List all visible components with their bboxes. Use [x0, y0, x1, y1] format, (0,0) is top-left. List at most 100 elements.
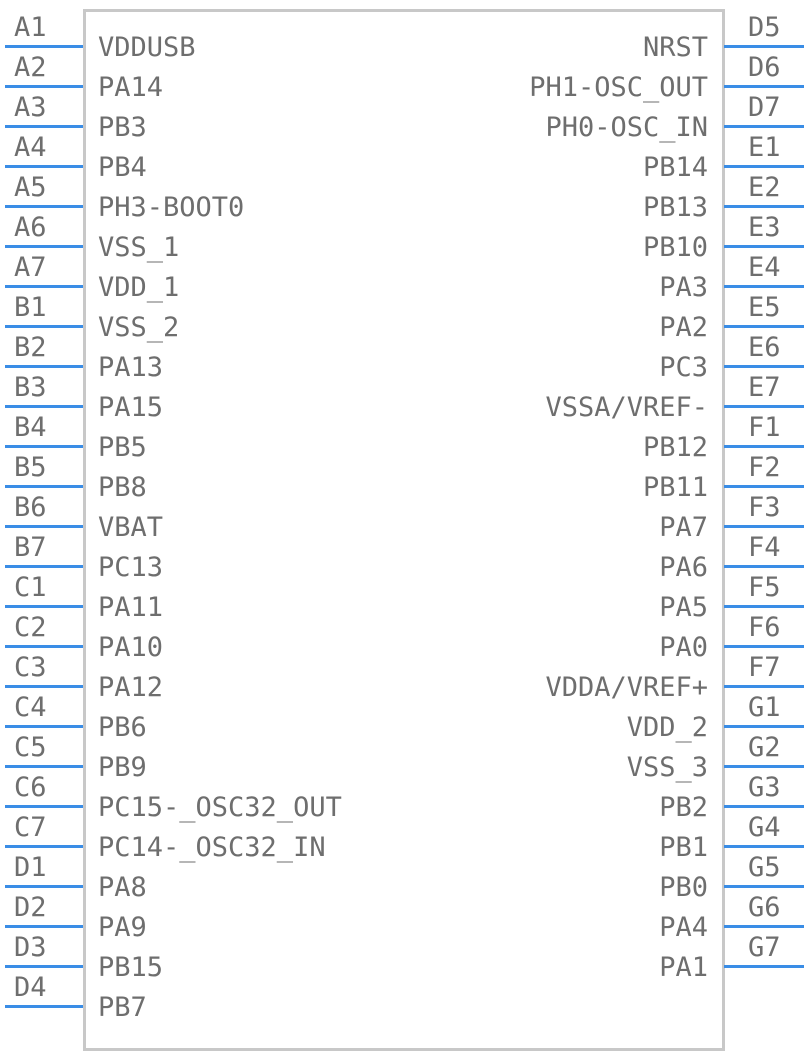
left-pin-line [5, 245, 83, 248]
left-pin-line [5, 885, 83, 888]
left-pin-line [5, 165, 83, 168]
right-pin-line [724, 405, 804, 408]
left-pin-line [5, 645, 83, 648]
right-pin-line [724, 45, 804, 48]
left-pin-name: PA9 [98, 912, 147, 943]
left-pin-number: C1 [14, 572, 47, 603]
right-pin-number: E5 [748, 292, 781, 323]
right-pin-line [724, 325, 804, 328]
left-pin-name: PA13 [98, 352, 164, 383]
left-pin-line [5, 925, 83, 928]
right-pin-line [724, 205, 804, 208]
left-pin-number: A3 [14, 92, 47, 123]
left-pin-name: PC14-_OSC32_IN [98, 832, 326, 863]
left-pin-number: C3 [14, 652, 47, 683]
left-pin-name: PB15 [98, 952, 164, 983]
left-pin-name: PB7 [98, 992, 147, 1023]
right-pin-name: PH1-OSC_OUT [529, 72, 708, 103]
right-pin-number: G5 [748, 852, 781, 883]
left-pin-number: A4 [14, 132, 47, 163]
right-pin-line [724, 485, 804, 488]
left-pin-name: PB8 [98, 472, 147, 503]
right-pin-line [724, 365, 804, 368]
right-pin-name: PA6 [659, 552, 708, 583]
left-pin-line [5, 805, 83, 808]
right-pin-line [724, 725, 804, 728]
left-pin-name: PB9 [98, 752, 147, 783]
left-pin-line [5, 285, 83, 288]
left-pin-number: B4 [14, 412, 47, 443]
right-pin-number: F7 [748, 652, 781, 683]
left-pin-line [5, 605, 83, 608]
right-pin-name: PB2 [659, 792, 708, 823]
right-pin-line [724, 805, 804, 808]
right-pin-number: G7 [748, 932, 781, 963]
left-pin-line [5, 725, 83, 728]
left-pin-line [5, 965, 83, 968]
right-pin-number: G4 [748, 812, 781, 843]
right-pin-number: F2 [748, 452, 781, 483]
left-pin-number: C4 [14, 692, 47, 723]
right-pin-line [724, 885, 804, 888]
left-pin-line [5, 405, 83, 408]
right-pin-name: PA7 [659, 512, 708, 543]
ic-body-outline [83, 9, 725, 1051]
right-pin-name: PB0 [659, 872, 708, 903]
left-pin-line [5, 125, 83, 128]
left-pin-number: B3 [14, 372, 47, 403]
left-pin-name: PA11 [98, 592, 164, 623]
left-pin-line [5, 205, 83, 208]
left-pin-line [5, 685, 83, 688]
left-pin-line [5, 85, 83, 88]
right-pin-number: E2 [748, 172, 781, 203]
left-pin-number: D1 [14, 852, 47, 883]
left-pin-name: VDDUSB [98, 32, 196, 63]
right-pin-number: E3 [748, 212, 781, 243]
left-pin-number: D2 [14, 892, 47, 923]
right-pin-name: PA3 [659, 272, 708, 303]
right-pin-line [724, 245, 804, 248]
left-pin-line [5, 765, 83, 768]
right-pin-line [724, 285, 804, 288]
left-pin-number: B1 [14, 292, 47, 323]
left-pin-name: PH3-BOOT0 [98, 192, 245, 223]
left-pin-name: PC13 [98, 552, 164, 583]
right-pin-name: PB1 [659, 832, 708, 863]
right-pin-line [724, 965, 804, 968]
right-pin-name: VSS_3 [626, 752, 708, 783]
left-pin-number: B2 [14, 332, 47, 363]
right-pin-name: VDDA/VREF+ [545, 672, 708, 703]
right-pin-number: D5 [748, 12, 781, 43]
right-pin-line [724, 645, 804, 648]
left-pin-name: PA14 [98, 72, 164, 103]
left-pin-name: PA10 [98, 632, 164, 663]
right-pin-name: PB13 [642, 192, 708, 223]
right-pin-number: E6 [748, 332, 781, 363]
left-pin-name: VSS_2 [98, 312, 180, 343]
left-pin-number: B6 [14, 492, 47, 523]
left-pin-number: C5 [14, 732, 47, 763]
right-pin-line [724, 165, 804, 168]
left-pin-name: PB3 [98, 112, 147, 143]
left-pin-number: A6 [14, 212, 47, 243]
left-pin-number: A7 [14, 252, 47, 283]
right-pin-name: PH0-OSC_IN [545, 112, 708, 143]
right-pin-name: PB11 [642, 472, 708, 503]
right-pin-number: G2 [748, 732, 781, 763]
left-pin-line [5, 365, 83, 368]
right-pin-number: D6 [748, 52, 781, 83]
left-pin-name: PC15-_OSC32_OUT [98, 792, 342, 823]
right-pin-number: G3 [748, 772, 781, 803]
left-pin-name: VBAT [98, 512, 164, 543]
left-pin-name: PB5 [98, 432, 147, 463]
right-pin-line [724, 525, 804, 528]
right-pin-number: E1 [748, 132, 781, 163]
left-pin-name: PA12 [98, 672, 164, 703]
right-pin-name: PA1 [659, 952, 708, 983]
right-pin-number: G6 [748, 892, 781, 923]
left-pin-number: B5 [14, 452, 47, 483]
right-pin-name: PA2 [659, 312, 708, 343]
right-pin-line [724, 765, 804, 768]
right-pin-line [724, 685, 804, 688]
